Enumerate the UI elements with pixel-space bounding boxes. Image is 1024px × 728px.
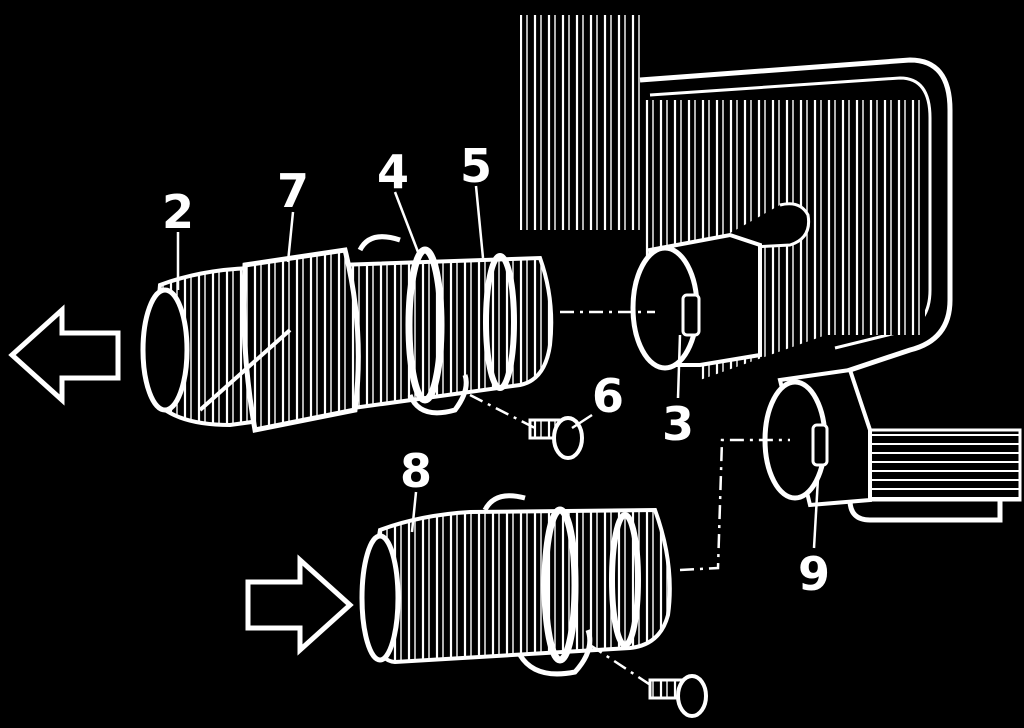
- lower-hose-end: [359, 533, 401, 663]
- lower-hose-body: [365, 507, 672, 665]
- leader-7: [286, 211, 295, 263]
- callout-6: 6: [592, 369, 624, 423]
- callout-4: 4: [377, 145, 409, 199]
- core-upper-fins: [520, 15, 640, 230]
- align-screw-6: [469, 393, 536, 430]
- leader-9: [812, 477, 820, 549]
- alignment-lines: [469, 310, 790, 690]
- leader-lines: [176, 185, 820, 549]
- right-arrow-icon: [245, 554, 354, 656]
- clamp-ring-5: [483, 253, 517, 391]
- callout-2: 2: [162, 185, 194, 239]
- screw-6: [528, 416, 584, 460]
- lower-hose-assembly: [359, 493, 672, 677]
- left-arrow-icon: [8, 304, 121, 406]
- upper-hose-end: [140, 287, 190, 413]
- callout-7: 7: [277, 164, 309, 218]
- upper-hose-assembly: [140, 234, 554, 433]
- clamp-ring-4: [405, 246, 445, 404]
- screw-6-head: [552, 416, 584, 460]
- leader-8: [410, 491, 418, 533]
- leader-5: [474, 185, 485, 259]
- callout-5: 5: [460, 139, 492, 193]
- callout-8: 8: [400, 444, 432, 498]
- core-side-pipe: [853, 428, 1022, 502]
- leader-3: [676, 334, 682, 399]
- clamp-clip-upper: [357, 234, 469, 416]
- callout-9: 9: [798, 547, 830, 601]
- callout-3: 3: [662, 397, 694, 451]
- screw-lower: [648, 674, 708, 718]
- connector-3-tab: [681, 293, 701, 337]
- callout-labels: 2 7 4 5 3 6 8 9: [162, 139, 830, 601]
- leader-6: [571, 413, 593, 430]
- clamp-ring-lower: [541, 506, 579, 664]
- core-housing-outline: [639, 57, 1003, 523]
- leader-4: [393, 191, 420, 253]
- clamp-clip-lower: [482, 493, 593, 677]
- outlet-connector-3: [630, 232, 762, 371]
- connector-9-tab: [811, 423, 829, 467]
- sleeve-strap-upper: [198, 328, 292, 412]
- screw-lower-head: [676, 674, 708, 718]
- clamp-ring-lower-2: [609, 512, 641, 648]
- upper-hose-sleeve-7: [241, 247, 361, 433]
- align-screw-lower: [589, 643, 656, 690]
